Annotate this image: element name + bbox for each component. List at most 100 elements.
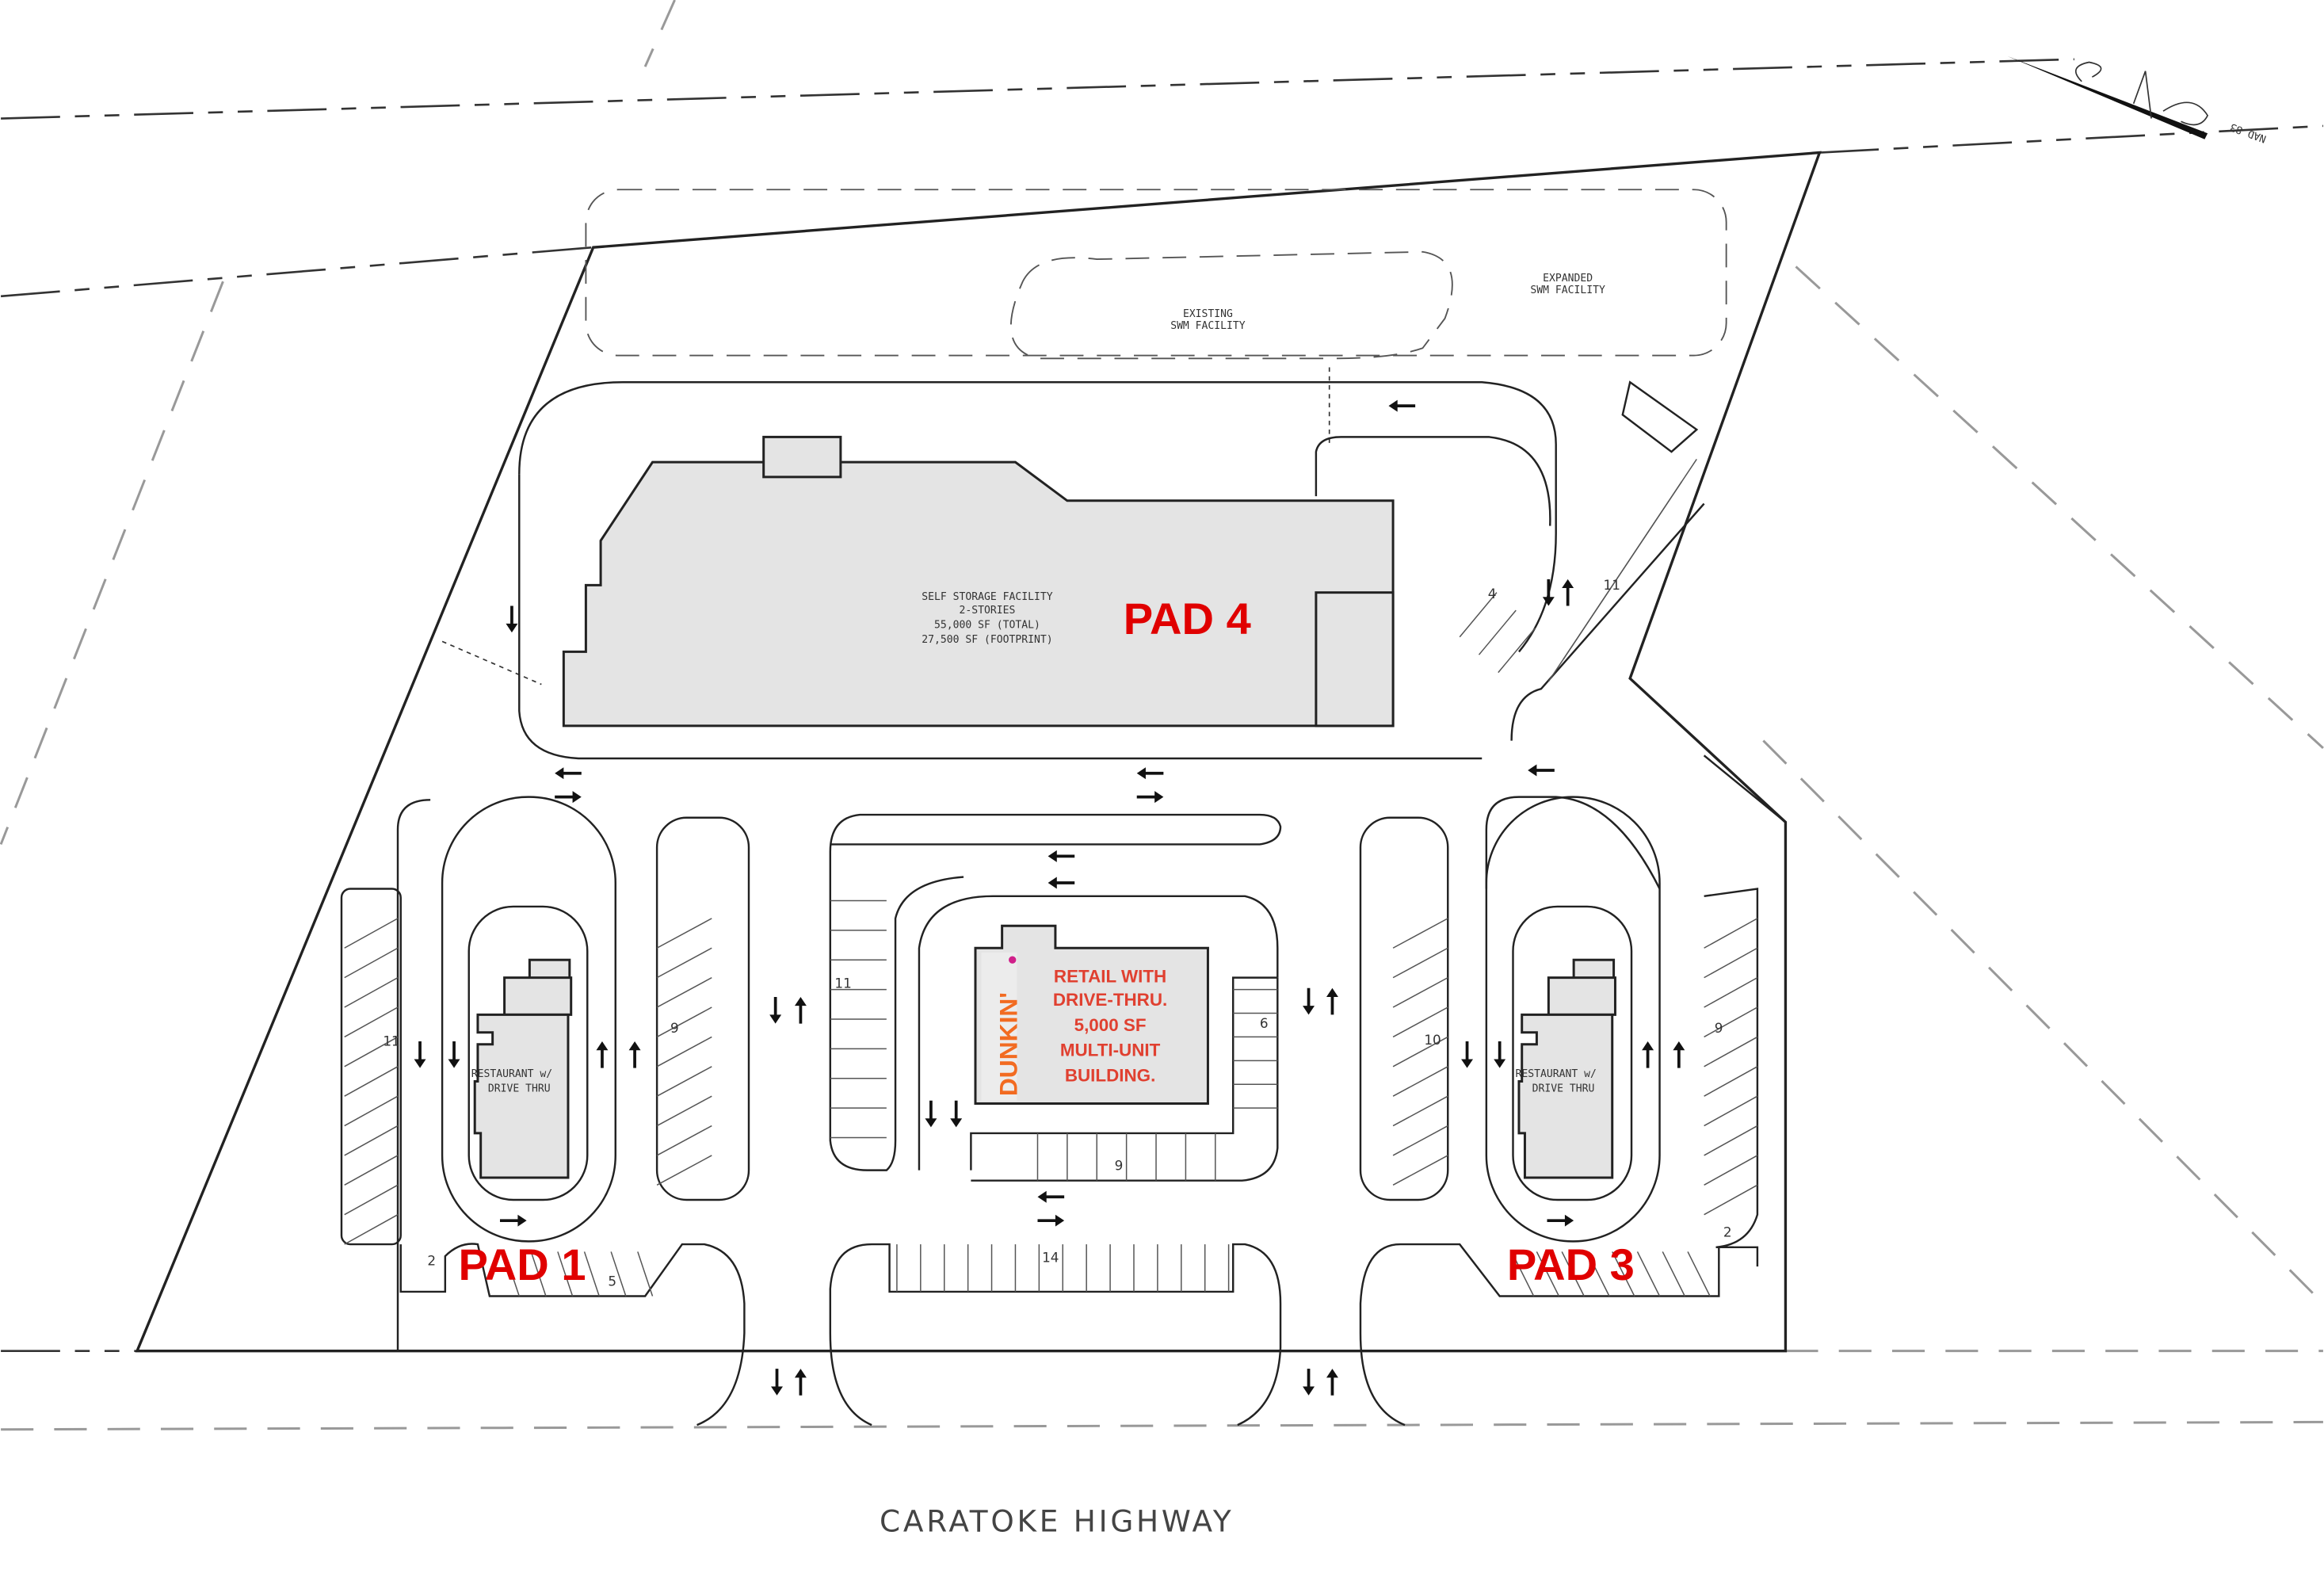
restaurant-label: RESTAURANT w/ <box>1516 1068 1597 1080</box>
traffic-arrow-icon <box>1326 1369 1338 1396</box>
existing-swm-label: SWM FACILITY <box>1170 320 1246 332</box>
pad-3-restaurant: RESTAURANT w/ DRIVE THRU <box>1516 958 1616 1179</box>
traffic-arrow-icon <box>1326 987 1338 1015</box>
parking-stripe <box>1666 459 1697 504</box>
traffic-arrow-icon <box>950 1100 963 1128</box>
traffic-arrow-icon <box>448 1041 460 1068</box>
traffic-arrow-icon <box>555 791 582 804</box>
dunkin-logo: DUNKIN' <box>994 992 1022 1096</box>
traffic-arrow-icon <box>1528 764 1555 777</box>
parking-stripe <box>344 1214 399 1245</box>
traffic-arrow-icon <box>1562 579 1574 606</box>
traffic-arrow-icon <box>596 1041 609 1068</box>
traffic-arrow-icon <box>771 1369 783 1396</box>
traffic-arrow-icon <box>925 1100 937 1128</box>
parking-stripe <box>557 1251 574 1297</box>
parking-stripe <box>1586 1251 1610 1297</box>
traffic-arrow-icon <box>499 1214 527 1227</box>
parking-stripe <box>344 1095 399 1127</box>
pad-1-label: PAD 1 <box>459 1239 586 1289</box>
traffic-arrow-icon <box>1037 1214 1065 1227</box>
curb-lines <box>340 380 1787 1426</box>
parking-stripe <box>1704 1184 1758 1216</box>
parking-stripe <box>344 1066 399 1097</box>
parking-stripe <box>1498 628 1536 674</box>
traffic-arrow-icon <box>1388 399 1416 412</box>
parking-count: 2 <box>427 1252 436 1268</box>
parking-stripe <box>1478 609 1517 655</box>
parking-count: 2 <box>1723 1224 1732 1240</box>
retail-label: 5,000 SF <box>1074 1015 1147 1035</box>
parking-count: 5 <box>608 1273 616 1289</box>
parking-stripe <box>656 1125 712 1156</box>
retail-label: MULTI-UNIT <box>1060 1041 1161 1060</box>
restaurant-label: DRIVE THRU <box>1532 1083 1595 1095</box>
parking-stripe <box>656 918 712 949</box>
pad-3-label: PAD 3 <box>1507 1239 1635 1289</box>
parking-stripe <box>656 1155 712 1186</box>
parking-count: 9 <box>1715 1020 1723 1036</box>
parking-stripe <box>344 947 399 979</box>
parking-stripe <box>1392 918 1448 949</box>
parking-stripe <box>1704 1095 1758 1127</box>
traffic-arrow-icon <box>1673 1041 1685 1068</box>
traffic-arrow-icon <box>1494 1041 1506 1068</box>
traffic-arrow-icon <box>1542 579 1555 606</box>
expanded-swm-label: EXPANDED <box>1543 273 1593 285</box>
pad-4-label: PAD 4 <box>1124 594 1251 644</box>
parking-stripe <box>1662 1251 1685 1297</box>
traffic-arrow-icon <box>1048 850 1075 862</box>
parking-stripe <box>610 1251 627 1297</box>
parking-stripe <box>1392 1066 1448 1097</box>
parking-stripe <box>1392 1036 1448 1067</box>
parking-stripe <box>656 947 712 979</box>
parking-count: 6 <box>1260 1015 1269 1031</box>
retail-building: DUNKIN' RETAIL WITH DRIVE-THRU. 5,000 SF… <box>974 924 1209 1106</box>
parking-count: 14 <box>1042 1250 1059 1266</box>
parking-stripe <box>344 1036 399 1067</box>
traffic-arrow-icon <box>1461 1041 1474 1068</box>
parking-stripe <box>503 1251 520 1297</box>
restaurant-label: RESTAURANT w/ <box>471 1068 552 1080</box>
parking-stripe <box>530 1251 547 1297</box>
retail-label: RETAIL WITH <box>1054 966 1166 986</box>
parking-stripe <box>1459 592 1498 638</box>
traffic-arrow-icon <box>1037 1190 1065 1203</box>
parking-stripes <box>344 459 1758 1297</box>
parking-stripe <box>656 976 712 1008</box>
parking-count: 11 <box>834 976 851 991</box>
parking-stripe <box>583 1251 600 1297</box>
storage-label: 27,500 SF (FOOTPRINT) <box>922 634 1052 646</box>
parking-stripe <box>1704 1036 1758 1067</box>
parking-count: 9 <box>1115 1158 1124 1174</box>
parking-stripe <box>1687 1251 1711 1297</box>
parking-stripe <box>1704 1125 1758 1156</box>
parking-count: 11 <box>1604 577 1620 593</box>
retail-label: BUILDING. <box>1065 1065 1156 1085</box>
property-boundary <box>135 151 1822 1353</box>
parking-stripe <box>344 1006 399 1038</box>
parking-stripe <box>344 1184 399 1216</box>
parking-stripe <box>1392 976 1448 1008</box>
storage-label: 2-STORIES <box>960 605 1016 617</box>
parking-stripe <box>656 1095 712 1127</box>
parking-stripe <box>1392 1006 1448 1038</box>
parking-counts: 11 9 2 5 11 6 9 14 10 9 2 4 11 <box>383 577 1731 1289</box>
parking-stripe <box>1704 947 1758 979</box>
parking-stripe <box>1704 1006 1758 1038</box>
traffic-arrow-icon <box>1642 1041 1654 1068</box>
parking-stripe <box>1392 1125 1448 1156</box>
parking-stripe <box>1536 1251 1560 1297</box>
parking-stripe <box>1392 1155 1448 1186</box>
parking-stripe <box>1510 1251 1535 1297</box>
parking-stripe <box>1612 1251 1635 1297</box>
pad-1-restaurant: RESTAURANT w/ DRIVE THRU <box>471 958 573 1179</box>
parking-count: 9 <box>670 1020 679 1036</box>
parking-count: 10 <box>1424 1032 1441 1048</box>
parking-stripe <box>1704 976 1758 1008</box>
traffic-arrow-icon <box>1136 767 1164 780</box>
parking-stripe <box>656 1066 712 1097</box>
dunkin-logo-dot <box>1009 956 1017 964</box>
parking-count: 4 <box>1488 586 1497 602</box>
